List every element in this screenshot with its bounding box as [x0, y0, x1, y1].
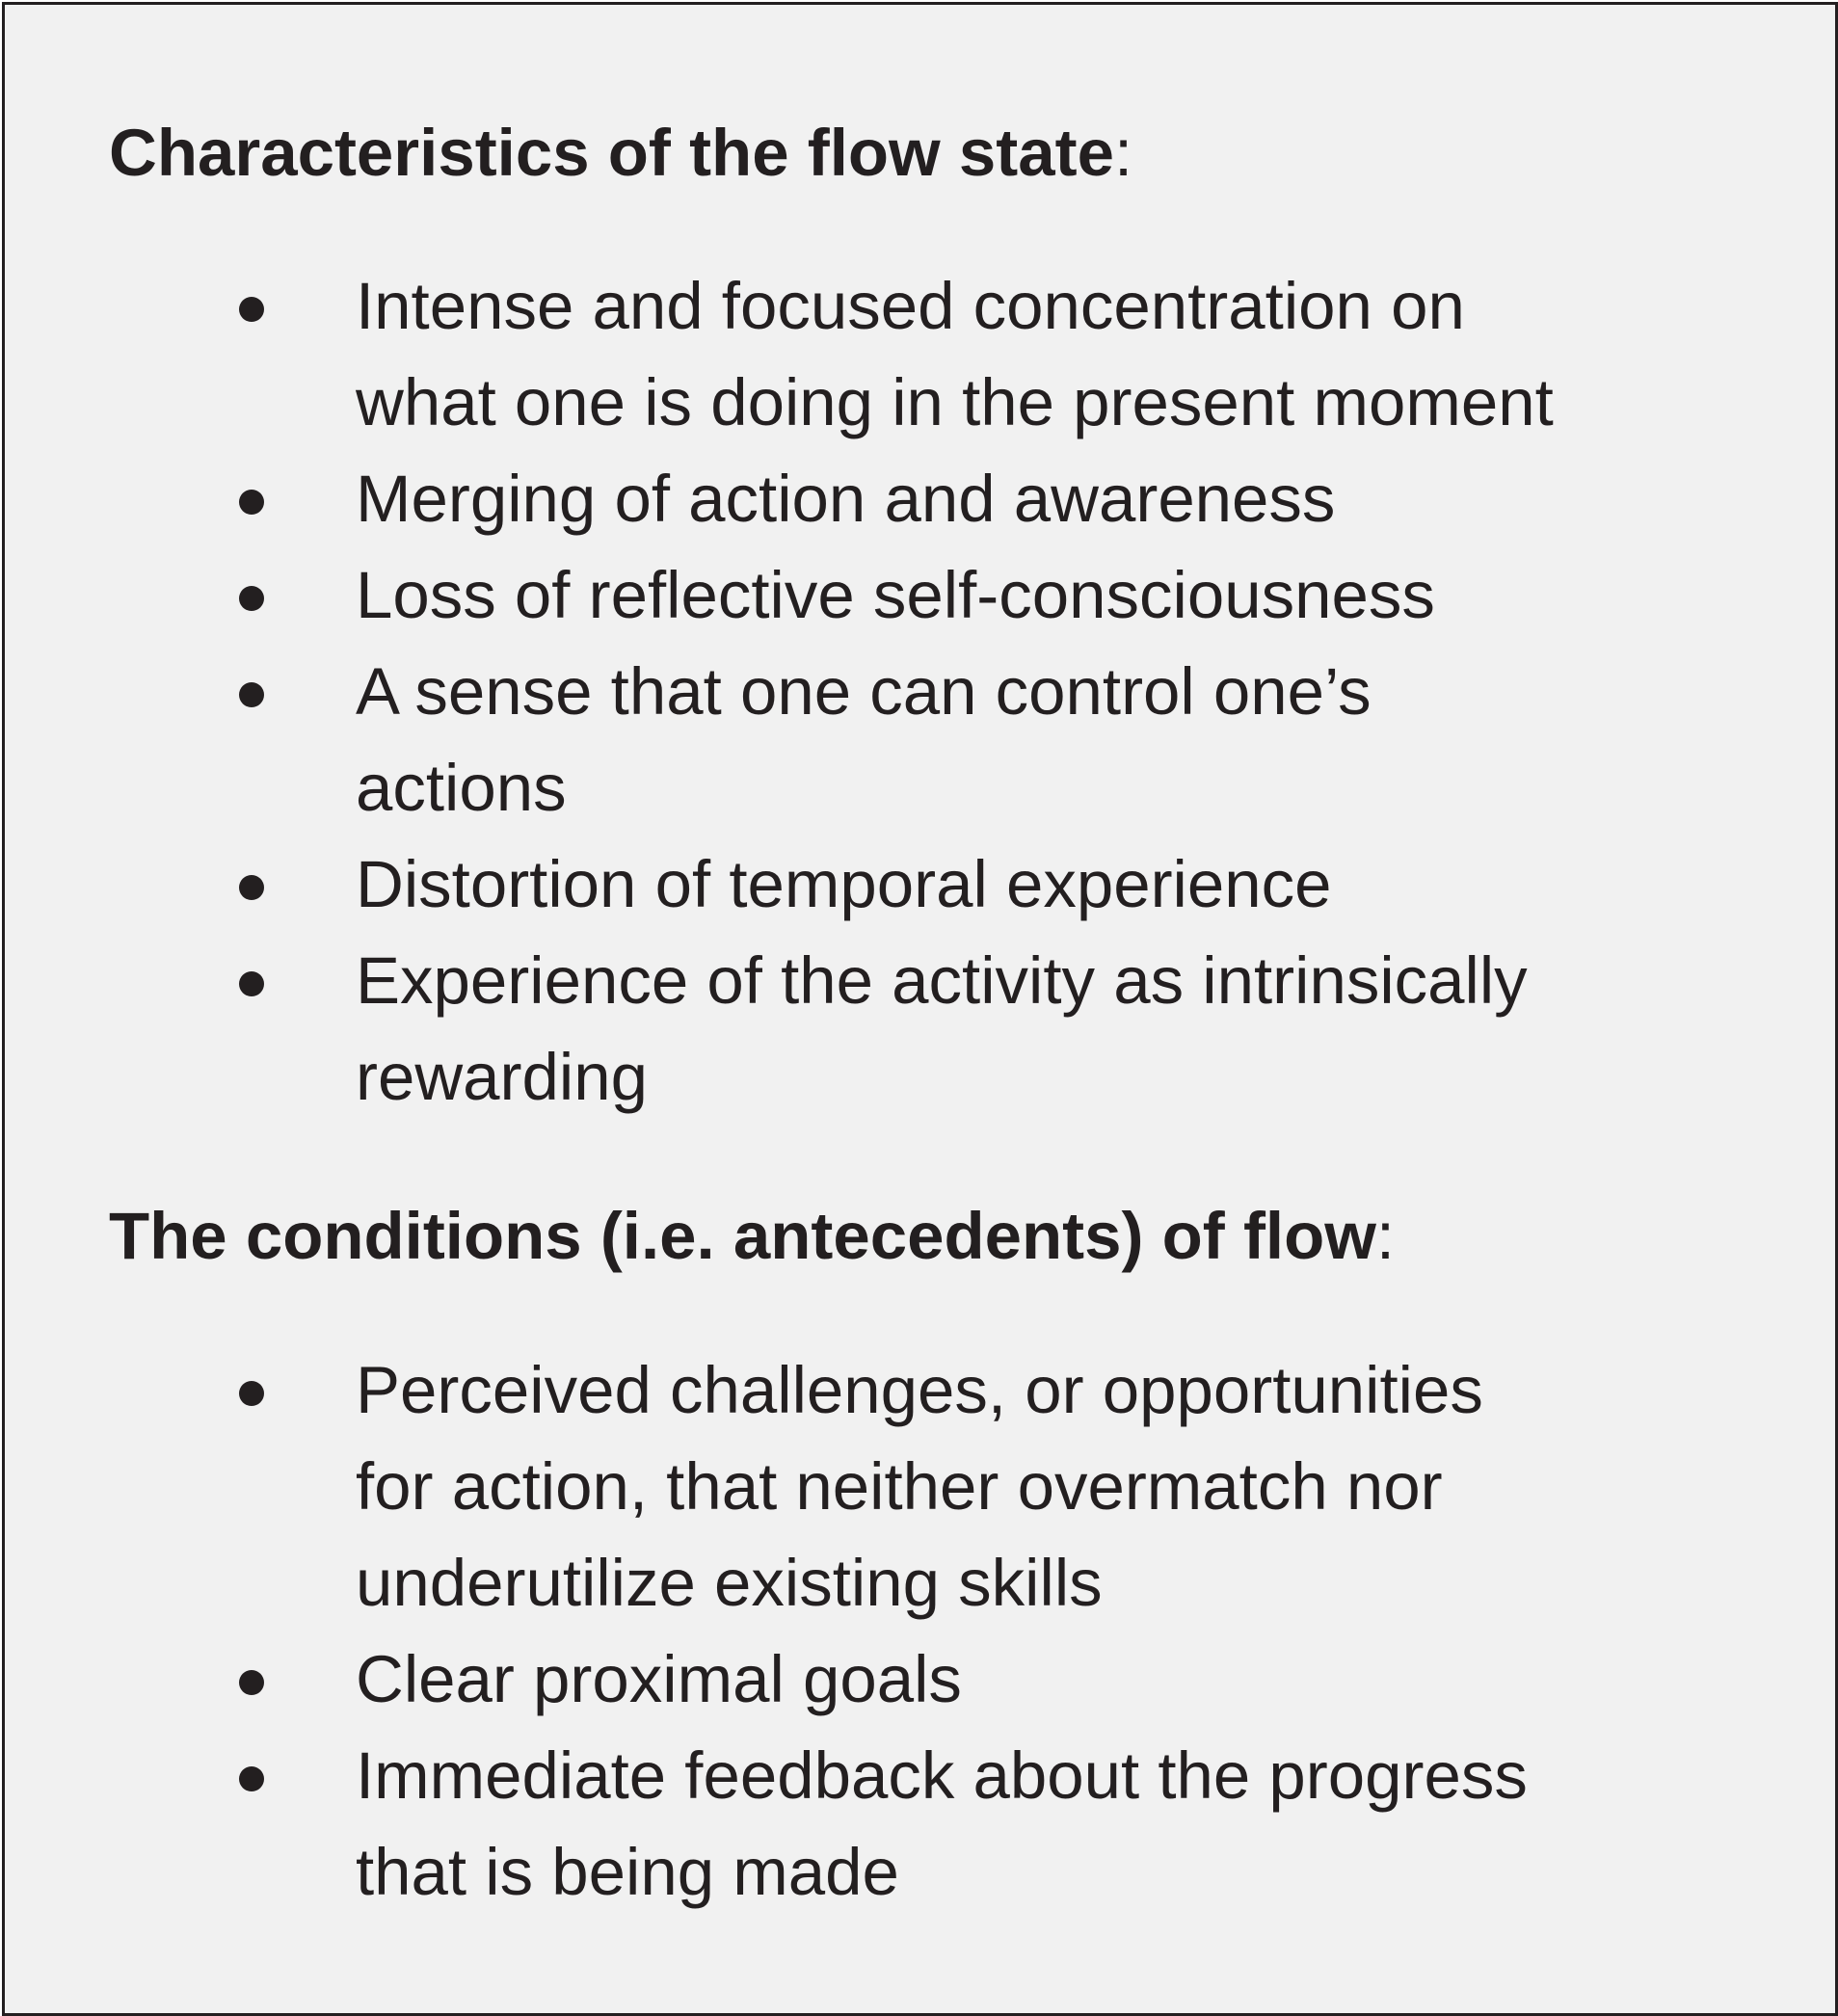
list-item: Merging of action and awareness [5, 451, 1763, 547]
conditions-list: Perceived challenges, or opportunities f… [5, 1342, 1763, 1921]
item-line: Intense and focused concentration on [356, 269, 1465, 343]
list-item: Experience of the activity as intrinsica… [5, 933, 1763, 1126]
section-heading-characteristics: Characteristics of the flow state: [109, 105, 1132, 201]
list-item: Distortion of temporal experience [5, 836, 1763, 933]
item-line: A sense that one can control one’s [356, 654, 1372, 729]
bullet-icon [239, 682, 264, 707]
list-item: Loss of reflective self-consciousness [5, 547, 1763, 644]
bullet-icon [239, 1381, 264, 1406]
item-line: underutilize existing skills [356, 1546, 1103, 1620]
item-line: Experience of the activity as intrinsica… [356, 943, 1528, 1018]
item-line: rewarding [356, 1040, 648, 1114]
heading-text: Characteristics of the flow state [109, 116, 1114, 190]
bullet-icon [239, 875, 264, 900]
bullet-icon [239, 490, 264, 515]
item-line: Merging of action and awareness [356, 462, 1336, 536]
heading-colon: : [1113, 116, 1133, 190]
characteristics-list: Intense and focused concentration on wha… [5, 258, 1763, 1126]
item-line: Clear proximal goals [356, 1642, 962, 1716]
list-item: Clear proximal goals [5, 1631, 1763, 1728]
list-item: Perceived challenges, or opportunities f… [5, 1342, 1763, 1631]
heading-text: The conditions (i.e. antecedents) of flo… [109, 1199, 1376, 1273]
bullet-icon [239, 1670, 264, 1695]
item-line: what one is doing in the present moment [356, 365, 1554, 439]
list-item: A sense that one can control one’s actio… [5, 644, 1763, 836]
bullet-icon [239, 297, 264, 322]
bullet-icon [239, 971, 264, 996]
section-heading-conditions: The conditions (i.e. antecedents) of flo… [109, 1188, 1395, 1285]
bullet-icon [239, 586, 264, 611]
list-item: Immediate feedback about the progress th… [5, 1728, 1763, 1921]
item-line: actions [356, 751, 567, 825]
item-line: that is being made [356, 1835, 899, 1909]
item-line: Immediate feedback about the progress [356, 1738, 1528, 1813]
list-item: Intense and focused concentration on wha… [5, 258, 1763, 451]
item-line: Perceived challenges, or opportunities [356, 1353, 1483, 1427]
bullet-icon [239, 1766, 264, 1791]
heading-colon: : [1375, 1199, 1396, 1273]
item-line: Loss of reflective self-consciousness [356, 558, 1435, 632]
item-line: Distortion of temporal experience [356, 847, 1332, 921]
item-line: for action, that neither overmatch nor [356, 1449, 1443, 1524]
